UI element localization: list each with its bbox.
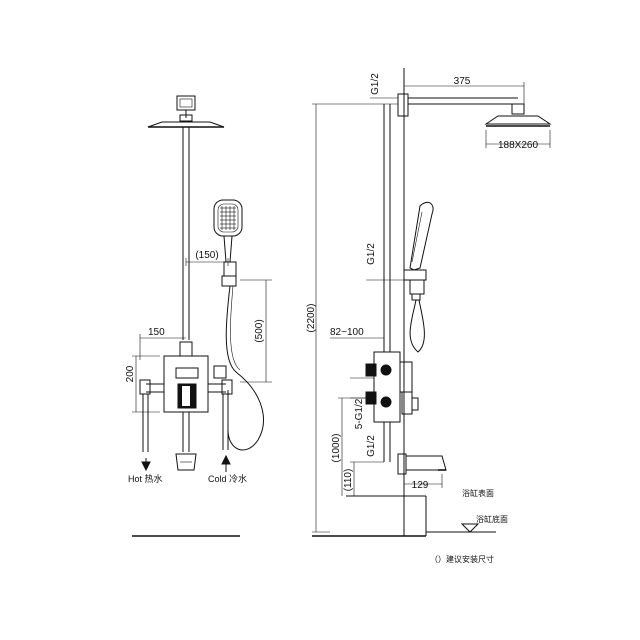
- riser-pipe: [182, 127, 190, 340]
- hand-shower-holder: [223, 261, 237, 277]
- bathtub-surface-label: 浴缸表面: [462, 488, 494, 498]
- dim-110: (110): [343, 469, 354, 492]
- dim-82-100: 82~100: [330, 327, 364, 338]
- tub-spout: [175, 453, 197, 471]
- mixer-valve-box: [139, 341, 233, 413]
- dim-5-g12: 5-G1/2: [354, 398, 365, 429]
- left-view: (150) (500): [125, 95, 272, 537]
- rain-shower-head: [147, 114, 225, 128]
- dim-g12-mid: G1/2: [366, 243, 377, 265]
- ceiling-mount: [176, 95, 196, 111]
- dim-188x260: 188X260: [498, 140, 538, 151]
- cold-label: Cold 冷水: [208, 473, 247, 484]
- dim-1000: (1000): [331, 434, 342, 463]
- dim-2200: (2200): [306, 304, 317, 333]
- level-marker-icon: [460, 523, 480, 533]
- hot-label: Hot 热水: [128, 473, 163, 484]
- right-hose: [409, 299, 425, 353]
- dim-375: 375: [454, 76, 471, 87]
- dim-500: (500): [254, 319, 265, 342]
- bathtub-bottom-label: 浴缸底面: [476, 514, 508, 524]
- dim-150-left: 150: [148, 327, 165, 338]
- dim-g12-top: G1/2: [370, 73, 381, 95]
- right-hand-shower: [403, 201, 434, 301]
- right-tub-spout: [397, 453, 447, 475]
- dim-200: 200: [125, 365, 136, 382]
- hand-shower: [213, 199, 243, 287]
- install-note: （）建议安装尺寸: [430, 554, 494, 564]
- dim-150-top: (150): [195, 250, 218, 261]
- dim-g12-low: G1/2: [366, 435, 377, 457]
- dim-129: 129: [412, 480, 429, 491]
- shower-hose: [225, 285, 264, 451]
- right-view: 375 188X260 G1/2 G1/2: [306, 68, 552, 564]
- right-rain-head: [484, 115, 552, 125]
